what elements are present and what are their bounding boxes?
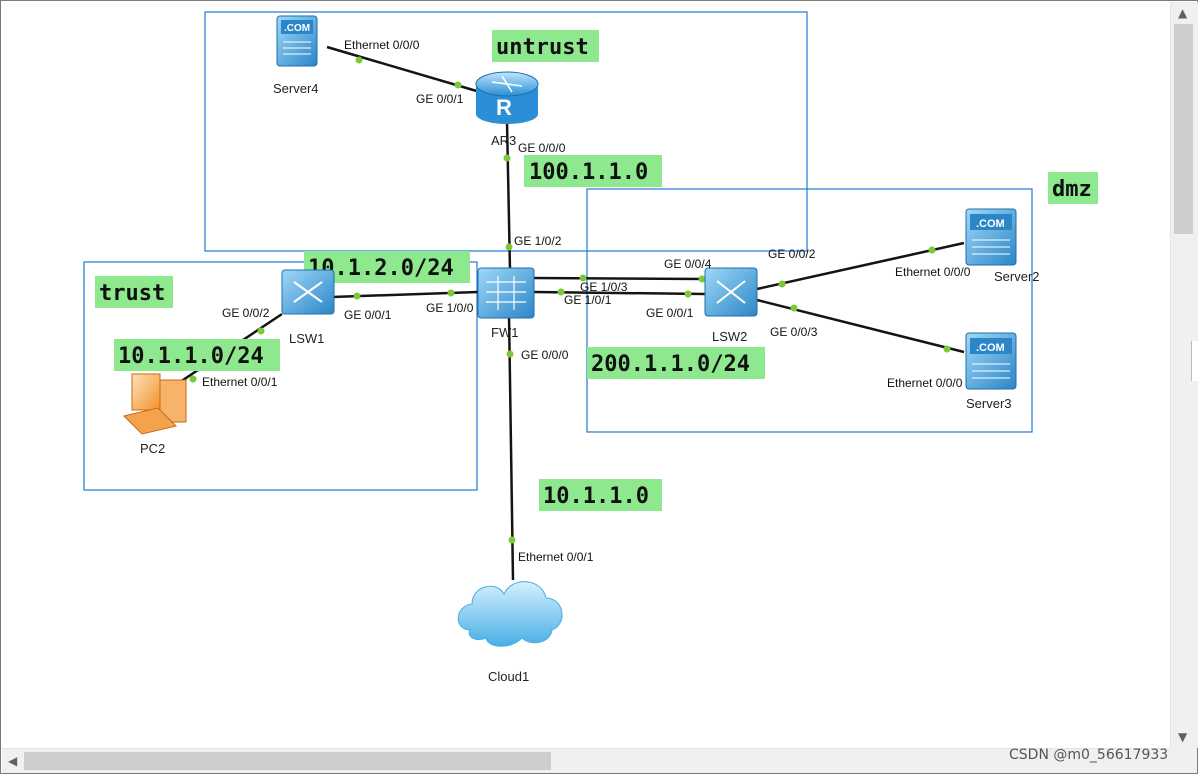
port-label: GE 0/0/2 [768, 247, 816, 261]
network-label-10-1-1: 10.1.1.0 [539, 479, 662, 511]
switch-lsw2-icon[interactable] [704, 267, 758, 317]
port-dot [355, 56, 363, 64]
port-label: Ethernet 0/0/1 [518, 550, 594, 564]
svg-text:untrust: untrust [496, 35, 589, 60]
port-dot [503, 154, 511, 162]
cloud1-icon[interactable] [457, 581, 563, 647]
link-fw1-lsw2-a [533, 276, 706, 281]
svg-text:.COM: .COM [976, 218, 1005, 230]
server4-icon[interactable]: .COM [276, 15, 318, 67]
port-dot [447, 289, 455, 297]
device-label-pc2: PC2 [140, 441, 165, 456]
link-server4-ar3 [326, 45, 481, 94]
network-label-100: 100.1.1.0 [524, 155, 662, 187]
port-dot [790, 304, 798, 312]
vertical-scroll-thumb[interactable] [1174, 24, 1193, 234]
port-label: GE 0/0/1 [416, 92, 464, 106]
port-label: Ethernet 0/0/0 [344, 38, 420, 52]
svg-text:R: R [496, 95, 512, 120]
zone-label-trust: trust [95, 276, 173, 308]
svg-text:trust: trust [99, 281, 165, 306]
server3-icon[interactable]: .COM [965, 332, 1017, 390]
horizontal-scroll-thumb[interactable] [24, 752, 551, 770]
horizontal-scrollbar[interactable]: ◀ [2, 748, 1170, 773]
svg-text:10.1.1.0/24: 10.1.1.0/24 [118, 344, 264, 369]
port-label: GE 1/0/1 [564, 293, 612, 307]
port-label: GE 0/0/1 [646, 306, 694, 320]
port-label: Ethernet 0/0/0 [887, 376, 963, 390]
side-panel-handle[interactable] [1191, 341, 1198, 381]
port-label: GE 0/0/2 [222, 306, 270, 320]
watermark-text: CSDN @m0_56617933 [1009, 747, 1169, 763]
port-dot [928, 246, 936, 254]
zone-dmz-box [586, 188, 1033, 433]
zone-label-untrust: untrust [492, 30, 599, 62]
port-label: GE 0/0/0 [521, 348, 569, 362]
port-dot [698, 275, 706, 283]
port-dot [505, 243, 513, 251]
device-label-server3: Server3 [966, 396, 1012, 411]
svg-text:100.1.1.0: 100.1.1.0 [529, 160, 648, 185]
port-dot [557, 288, 565, 296]
port-label: GE 1/0/0 [426, 301, 474, 315]
port-dot [353, 292, 361, 300]
port-dot [943, 345, 951, 353]
link-fw1-cloud1 [507, 313, 515, 581]
port-dot [508, 536, 516, 544]
device-label-lsw2: LSW2 [712, 329, 747, 344]
device-label-server4: Server4 [273, 81, 319, 96]
topology-canvas: untrust dmz trust 100.1.1.0 10.1.2.0/24 [2, 2, 1170, 747]
port-dot [189, 375, 197, 383]
port-label: Ethernet 0/0/0 [895, 265, 971, 279]
server2-icon[interactable]: .COM [965, 208, 1017, 266]
device-label-ar3: AR3 [491, 133, 516, 148]
scroll-down-arrow-icon[interactable]: ▼ [1178, 730, 1188, 744]
zone-untrust-box [204, 11, 808, 252]
port-dot [684, 290, 692, 298]
port-label: GE 0/0/3 [770, 325, 818, 339]
port-label: GE 1/0/3 [580, 280, 628, 294]
svg-text:dmz: dmz [1052, 177, 1092, 202]
svg-text:10.1.1.0: 10.1.1.0 [543, 484, 649, 509]
port-dot [454, 81, 462, 89]
device-label-server2: Server2 [994, 269, 1040, 284]
svg-text:.COM: .COM [284, 23, 310, 34]
port-dot [257, 327, 265, 335]
port-label: Ethernet 0/0/1 [202, 375, 278, 389]
scroll-left-arrow-icon[interactable]: ◀ [8, 754, 18, 768]
svg-text:.COM: .COM [976, 342, 1005, 354]
port-dot [506, 350, 514, 358]
switch-lsw1-icon[interactable] [281, 269, 335, 315]
network-label-200: 200.1.1.0/24 [587, 347, 765, 379]
router-ar3-icon[interactable]: R [475, 71, 539, 124]
zone-trust-box [83, 261, 478, 491]
port-label: GE 1/0/2 [514, 234, 562, 248]
port-label: GE 0/0/1 [344, 308, 392, 322]
pc2-icon[interactable] [123, 373, 187, 435]
network-label-10-1-1-24: 10.1.1.0/24 [114, 339, 280, 371]
device-label-lsw1: LSW1 [289, 331, 324, 346]
scrollbar-corner [1170, 748, 1197, 773]
device-label-cloud1: Cloud1 [488, 669, 529, 684]
device-label-fw1: FW1 [491, 325, 518, 340]
firewall-fw1-icon[interactable] [477, 267, 535, 319]
port-label: GE 0/0/4 [664, 257, 712, 271]
port-label: GE 0/0/0 [518, 141, 566, 155]
port-dot [579, 274, 587, 282]
port-dot [778, 280, 786, 288]
topology-diagram: untrust dmz trust 100.1.1.0 10.1.2.0/24 [83, 11, 1098, 684]
svg-text:200.1.1.0/24: 200.1.1.0/24 [591, 352, 750, 377]
zone-label-dmz: dmz [1048, 172, 1098, 204]
scroll-up-arrow-icon[interactable]: ▲ [1178, 6, 1188, 20]
